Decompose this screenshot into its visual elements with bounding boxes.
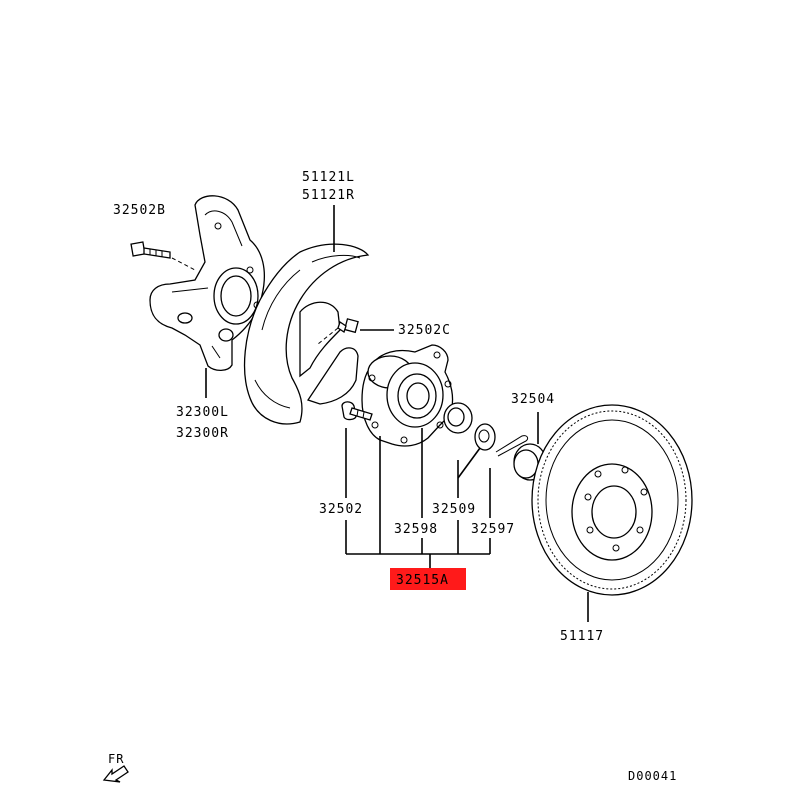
- label-32509: 32509: [432, 502, 476, 517]
- label-32300l: 32300L: [176, 405, 229, 420]
- steering-knuckle: [149, 195, 265, 372]
- label-32502: 32502: [319, 502, 363, 517]
- label-51121r: 51121R: [302, 188, 355, 203]
- arrow-icon: [102, 765, 129, 783]
- lock-nut: [443, 402, 496, 451]
- hub-assembly: [361, 344, 454, 447]
- label-51121l: 51121L: [302, 170, 355, 185]
- label-32515a: 32515A: [396, 573, 449, 588]
- bolt-32502b: [130, 241, 171, 259]
- cotter-pin: [495, 435, 529, 457]
- label-32504: 32504: [511, 392, 555, 407]
- label-51117: 51117: [560, 629, 604, 644]
- label-32502c: 32502C: [398, 323, 451, 338]
- brake-rotor: [531, 404, 693, 596]
- diagram-code: D00041: [628, 769, 677, 783]
- label-32300r: 32300R: [176, 426, 229, 441]
- assembly-highlight-box: [390, 568, 466, 590]
- front-label: FR: [108, 752, 124, 766]
- label-32502b: 32502B: [113, 203, 166, 218]
- label-32598: 32598: [394, 522, 438, 537]
- wheel-stud: [341, 401, 373, 421]
- label-32597: 32597: [471, 522, 515, 537]
- bolt-32502c: [337, 318, 359, 334]
